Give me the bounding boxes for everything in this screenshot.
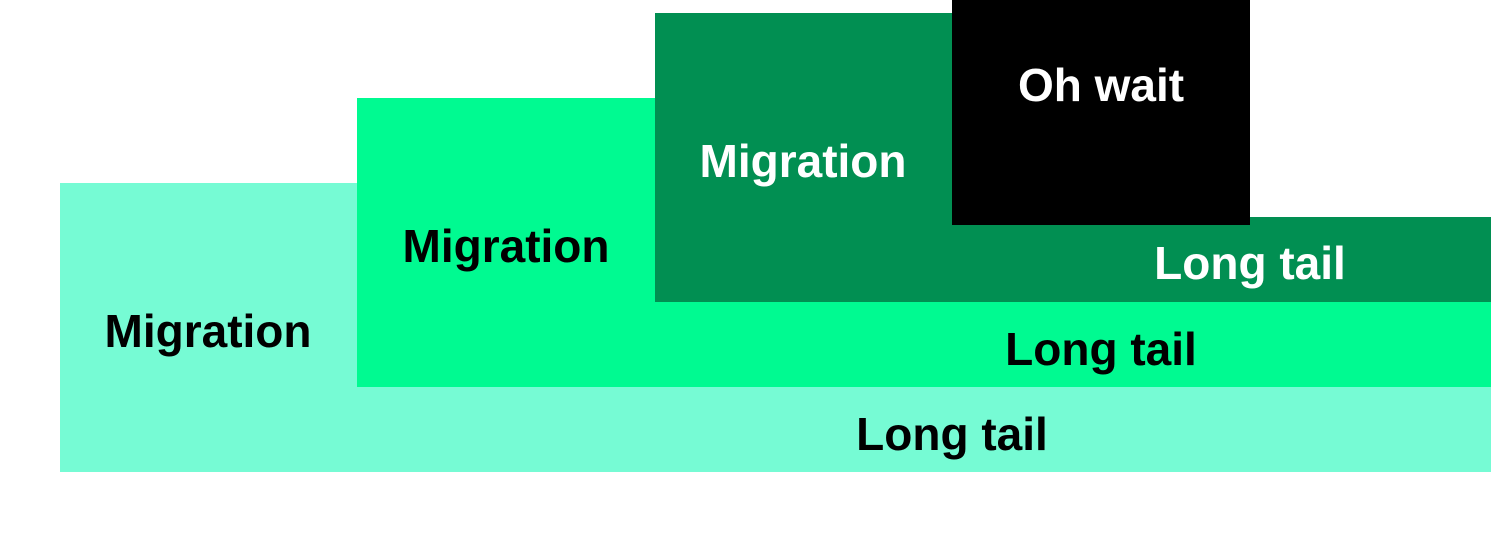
tier2-long-tail-label: Long tail (1005, 323, 1197, 375)
tier1-long-tail-label: Long tail (856, 408, 1048, 460)
tier2-migration-label: Migration (402, 220, 610, 272)
tier2-migration-block (357, 98, 655, 387)
tier3-migration-block (655, 13, 952, 302)
tier2-long-tail-block (655, 302, 1491, 387)
oh-wait-block (952, 0, 1250, 225)
tier1-long-tail-block (357, 387, 1491, 472)
oh-wait-label: Oh wait (1017, 59, 1185, 111)
tier1-migration-label: Migration (104, 305, 312, 357)
tier3-long-tail-block (952, 217, 1491, 302)
tier3-long-tail-label: Long tail (1154, 237, 1346, 289)
tier3-migration-label: Migration (699, 135, 907, 187)
tier1-migration-block (60, 183, 357, 472)
